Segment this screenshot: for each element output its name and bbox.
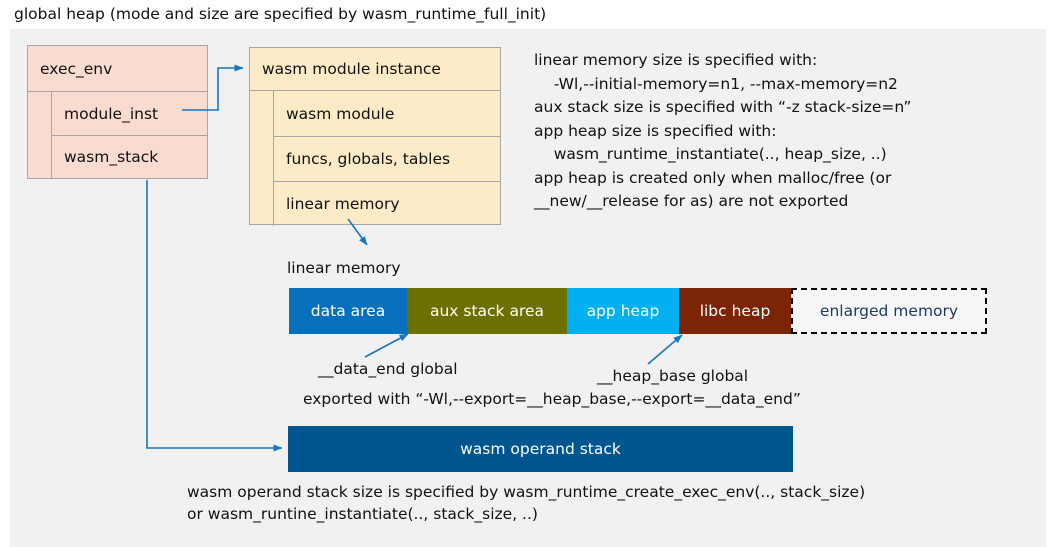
row-gutter	[250, 136, 274, 181]
module-instance-row-funcs-globals-tables: funcs, globals, tables	[250, 136, 500, 181]
module-instance-row-linear-memory: linear memory	[250, 181, 500, 226]
funcs-globals-tables-label: funcs, globals, tables	[274, 136, 500, 181]
page-title: global heap (mode and size are specified…	[14, 5, 547, 23]
memory-segment-aux-stack-area: aux stack area	[407, 288, 567, 334]
module-instance-row-wasm-module: wasm module	[250, 91, 500, 136]
memory-segment-app-heap: app heap	[567, 288, 679, 334]
row-gutter	[250, 181, 274, 226]
exec-env-row-module-inst: module_inst	[28, 92, 207, 135]
row-gutter	[250, 91, 274, 136]
wasm-module-label: wasm module	[286, 104, 395, 123]
memory-segment-enlarged-memory: enlarged memory	[791, 288, 987, 334]
operand-stack-notes: wasm operand stack size is specified by …	[187, 483, 866, 523]
exported-with-annotation: exported with “-Wl,--export=__heap_base,…	[303, 390, 801, 408]
heap-base-annotation: __heap_base global	[597, 367, 749, 385]
row-gutter	[28, 135, 52, 178]
linear-memory-bar-label: linear memory	[287, 259, 401, 277]
memory-segment-libc-heap: libc heap	[679, 288, 791, 334]
exec-env-rows: module_inst wasm_stack	[28, 92, 207, 178]
exec-env-row-wasm-stack: wasm_stack	[28, 135, 207, 178]
wasm-module-instance-rows: wasm module funcs, globals, tables linea…	[250, 91, 500, 226]
row-gutter	[28, 92, 52, 135]
wasm-module-instance-box: wasm module instance wasm module funcs, …	[249, 47, 501, 226]
wasm-module-instance-header: wasm module instance	[250, 48, 500, 91]
memory-segment-data-area: data area	[289, 288, 407, 334]
wasm-operand-stack-bar: wasm operand stack	[288, 426, 793, 472]
data-end-annotation: __data_end global	[318, 360, 458, 378]
linear-memory-row-label: linear memory	[274, 181, 500, 226]
wasm-operand-stack-label: wasm operand stack	[460, 440, 621, 458]
linear-memory-notes: linear memory size is specified with: -W…	[534, 51, 912, 210]
exec-env-box: exec_env module_inst wasm_stack	[27, 45, 208, 179]
exec-env-wasm-stack-label: wasm_stack	[52, 135, 207, 178]
exec-env-header: exec_env	[28, 46, 207, 92]
exec-env-module-inst-label: module_inst	[64, 104, 159, 123]
